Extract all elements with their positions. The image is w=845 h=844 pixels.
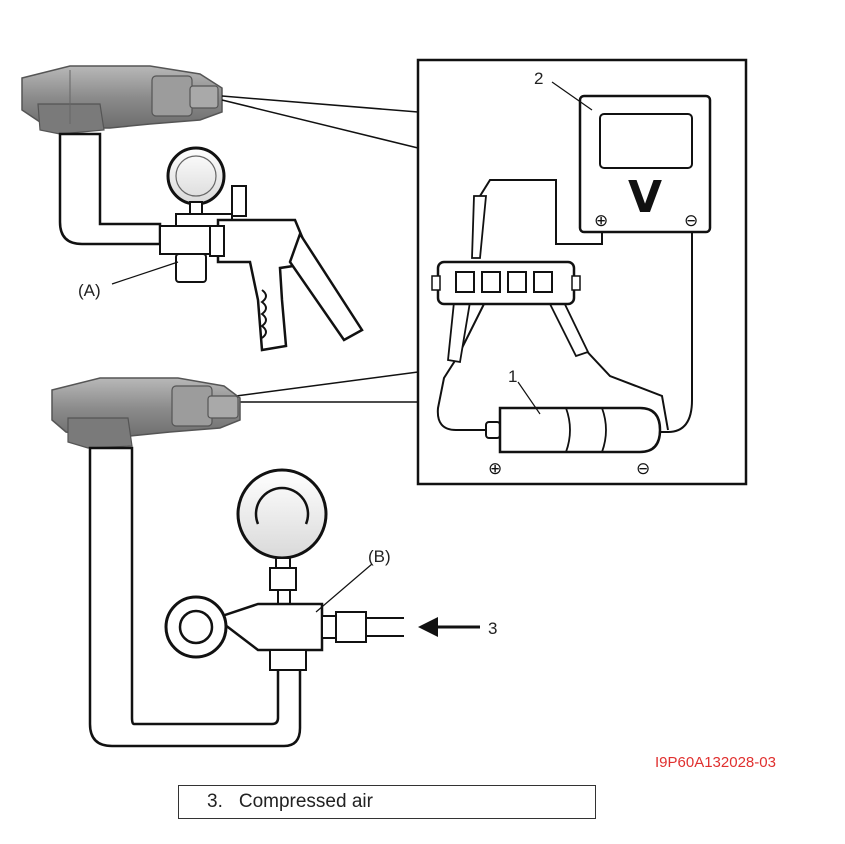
upper-pressure-sensor (21, 65, 223, 135)
voltmeter-v-mark: V (628, 172, 662, 223)
voltmeter-minus-terminal: ⊖ (684, 211, 698, 231)
wire-voltmeter-plus (479, 179, 603, 245)
pressure-gauge-tool-b (164, 468, 404, 671)
figure-code: I9P60A132028-03 (655, 754, 776, 771)
test-probes (447, 195, 590, 364)
label-a: (A) (78, 281, 101, 300)
label-3: 3 (488, 619, 497, 638)
legend-text: Compressed air (238, 791, 373, 812)
upper-hose (58, 132, 162, 246)
label-2: 2 (534, 69, 543, 88)
sensor-connector (431, 260, 581, 306)
voltmeter: V ⊕ ⊖ (578, 94, 712, 234)
vacuum-pump-tool-a (159, 146, 364, 352)
wire-voltmeter-minus (652, 232, 693, 433)
wire-battery-plus (436, 299, 487, 431)
legend-box: 3. Compressed air (178, 785, 596, 819)
compressed-air-arrow (418, 617, 480, 637)
battery-plus-terminal: ⊕ (488, 459, 502, 479)
voltmeter-plus-terminal: ⊕ (594, 211, 608, 231)
label-1: 1 (508, 367, 517, 386)
battery-minus-terminal: ⊖ (636, 459, 650, 479)
lower-pressure-sensor (51, 377, 241, 449)
battery (485, 406, 662, 454)
legend-number: 3. (207, 791, 223, 812)
label-b: (B) (368, 547, 391, 566)
